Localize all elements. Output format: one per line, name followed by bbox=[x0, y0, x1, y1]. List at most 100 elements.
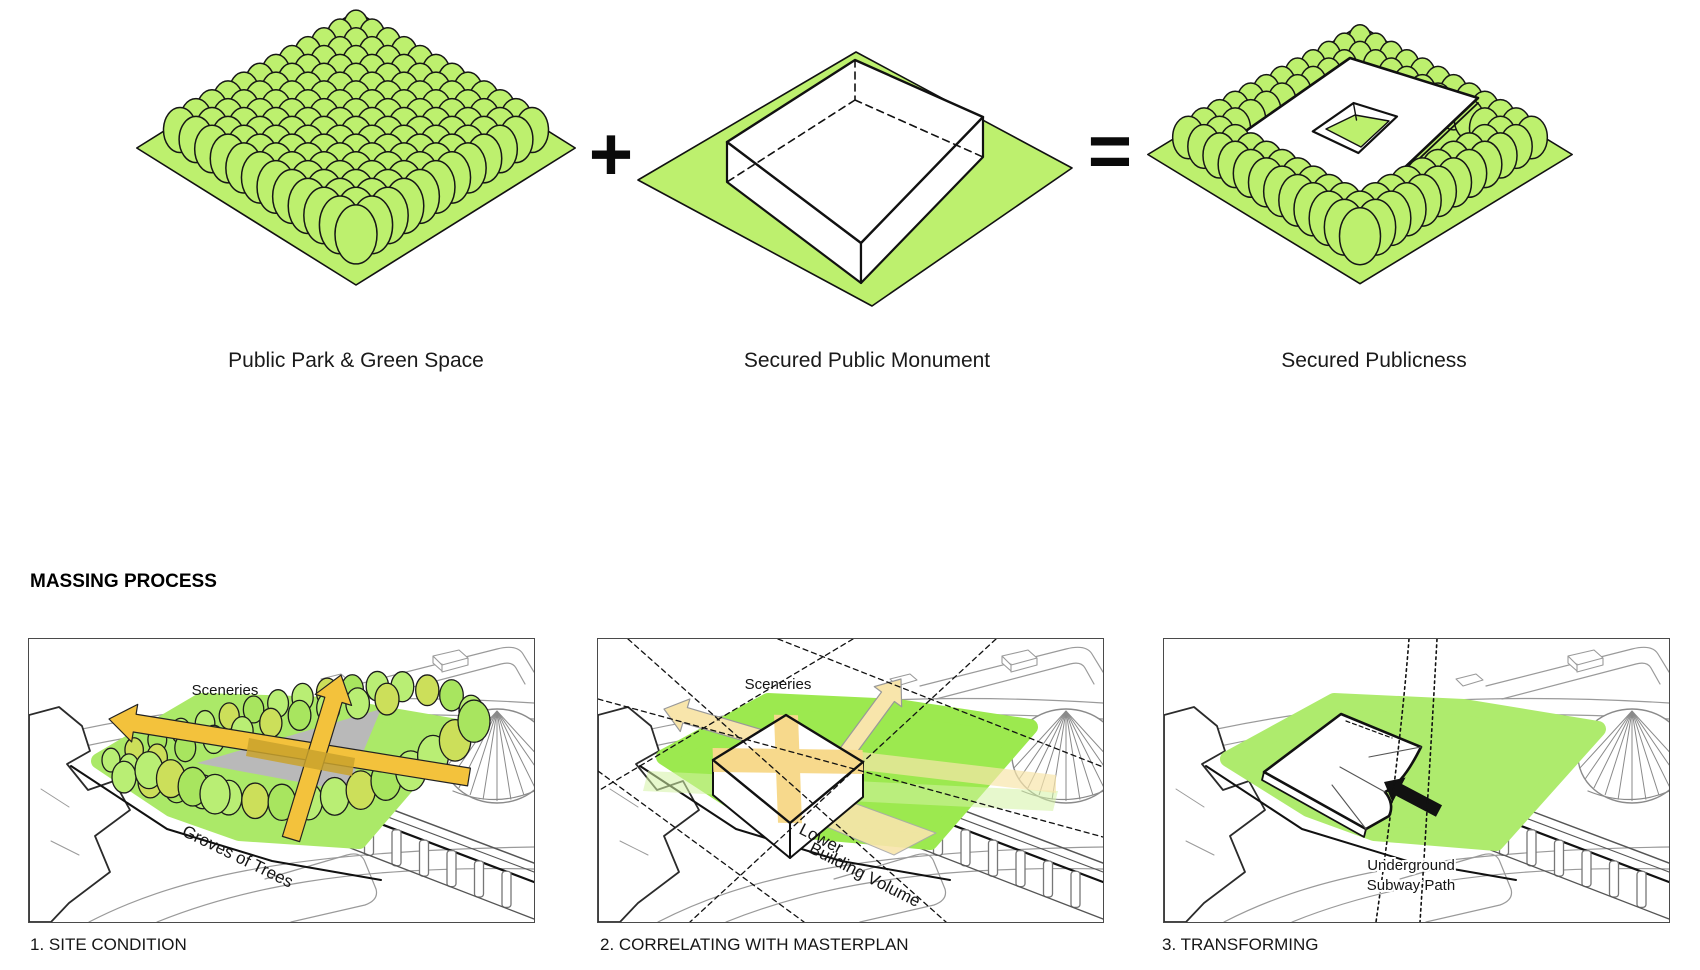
shape bbox=[627, 639, 947, 922]
equals-operator-icon: = bbox=[1088, 109, 1132, 194]
shape bbox=[1593, 710, 1633, 789]
tree bbox=[241, 782, 270, 820]
shape bbox=[1579, 710, 1633, 769]
shape bbox=[1584, 710, 1633, 780]
shape bbox=[1461, 838, 1669, 920]
tree bbox=[319, 776, 350, 816]
tree bbox=[242, 695, 265, 724]
shape bbox=[469, 710, 498, 796]
panel-correlating-masterplan: Sceneries Lower Building Volume bbox=[597, 638, 1104, 923]
shape bbox=[1065, 710, 1103, 766]
shape bbox=[1631, 710, 1669, 766]
shape bbox=[1631, 710, 1669, 753]
shape bbox=[1604, 710, 1633, 796]
shape bbox=[1631, 710, 1660, 796]
column bbox=[1526, 829, 1537, 867]
arrow-overlap bbox=[246, 738, 355, 776]
shape bbox=[496, 710, 525, 796]
shape bbox=[689, 639, 997, 922]
shape bbox=[1331, 746, 1422, 830]
tree bbox=[439, 679, 464, 712]
label-public-park: Public Park & Green Space bbox=[228, 349, 484, 372]
shape bbox=[1485, 646, 1669, 687]
tree bbox=[1338, 206, 1382, 266]
secured-publicness-diagram bbox=[1147, 24, 1573, 285]
courtyard-garden bbox=[1325, 114, 1390, 148]
shape bbox=[1291, 868, 1669, 922]
column bbox=[1608, 860, 1620, 898]
transforming-drawing: Underground Subway Path bbox=[1164, 639, 1669, 922]
shape bbox=[1455, 673, 1484, 687]
caption-correlating: 2. CORRELATING WITH MASTERPLAN bbox=[600, 935, 909, 954]
shape bbox=[452, 790, 534, 801]
sceneries-label: Sceneries bbox=[192, 682, 259, 699]
shape bbox=[326, 838, 534, 920]
shape bbox=[1567, 649, 1604, 673]
underground-subway-label-line1: Underground bbox=[1367, 857, 1455, 874]
column bbox=[446, 849, 457, 888]
tree bbox=[457, 699, 491, 743]
shape bbox=[657, 846, 1103, 922]
shape bbox=[1631, 710, 1647, 800]
shape bbox=[496, 710, 534, 787]
shape bbox=[598, 639, 854, 792]
column bbox=[391, 829, 402, 867]
shape bbox=[1501, 662, 1661, 700]
shape bbox=[609, 788, 649, 856]
monument-volume bbox=[711, 713, 865, 859]
monument-diagram bbox=[637, 51, 1073, 307]
shape bbox=[366, 662, 526, 700]
shape bbox=[935, 662, 1095, 700]
shape bbox=[598, 770, 805, 922]
shape bbox=[833, 853, 947, 922]
tree bbox=[334, 204, 378, 265]
concept-art bbox=[136, 9, 1573, 307]
column bbox=[418, 839, 430, 877]
column bbox=[960, 829, 971, 867]
panel-transforming: Underground Subway Path bbox=[1163, 638, 1670, 923]
column bbox=[987, 839, 999, 877]
shape bbox=[1065, 710, 1103, 753]
shape bbox=[432, 649, 469, 673]
column bbox=[1553, 839, 1565, 877]
shape bbox=[1345, 720, 1393, 739]
shape bbox=[1018, 710, 1067, 780]
shape bbox=[1587, 790, 1669, 801]
shape bbox=[1617, 710, 1633, 800]
column bbox=[1070, 870, 1081, 909]
shape bbox=[919, 646, 1103, 687]
shape bbox=[496, 710, 512, 800]
neighbor-building bbox=[1164, 706, 1266, 922]
shape bbox=[1399, 853, 1513, 922]
column bbox=[1042, 860, 1054, 898]
caption-transforming: 3. TRANSFORMING bbox=[1162, 935, 1319, 954]
column bbox=[473, 860, 485, 898]
plus-operator-icon: + bbox=[589, 112, 633, 197]
column bbox=[1015, 849, 1026, 888]
column bbox=[501, 870, 512, 909]
sceneries-label: Sceneries bbox=[745, 676, 812, 693]
shape bbox=[70, 765, 382, 881]
shape bbox=[1013, 710, 1067, 769]
site-condition-drawing: Sceneries Groves of Trees bbox=[29, 646, 534, 922]
label-secured-publicness: Secured Publicness bbox=[1281, 349, 1467, 372]
label-secured-monument: Secured Public Monument bbox=[743, 349, 991, 372]
shape bbox=[88, 846, 534, 922]
shape bbox=[350, 646, 534, 687]
tree bbox=[415, 674, 440, 707]
tree bbox=[259, 707, 283, 739]
public-park-diagram bbox=[136, 9, 577, 286]
shape bbox=[895, 838, 1103, 920]
shape bbox=[1419, 639, 1438, 922]
tree bbox=[111, 760, 137, 794]
scenery-arrow-left-icon bbox=[108, 703, 472, 787]
sceneries-arrows bbox=[108, 674, 472, 843]
shape bbox=[853, 751, 1056, 793]
shape bbox=[1205, 765, 1517, 881]
section-heading: MASSING PROCESS bbox=[30, 571, 217, 592]
shape bbox=[1065, 710, 1094, 796]
shape bbox=[40, 788, 80, 856]
shape bbox=[496, 710, 534, 753]
shape bbox=[725, 868, 1103, 922]
